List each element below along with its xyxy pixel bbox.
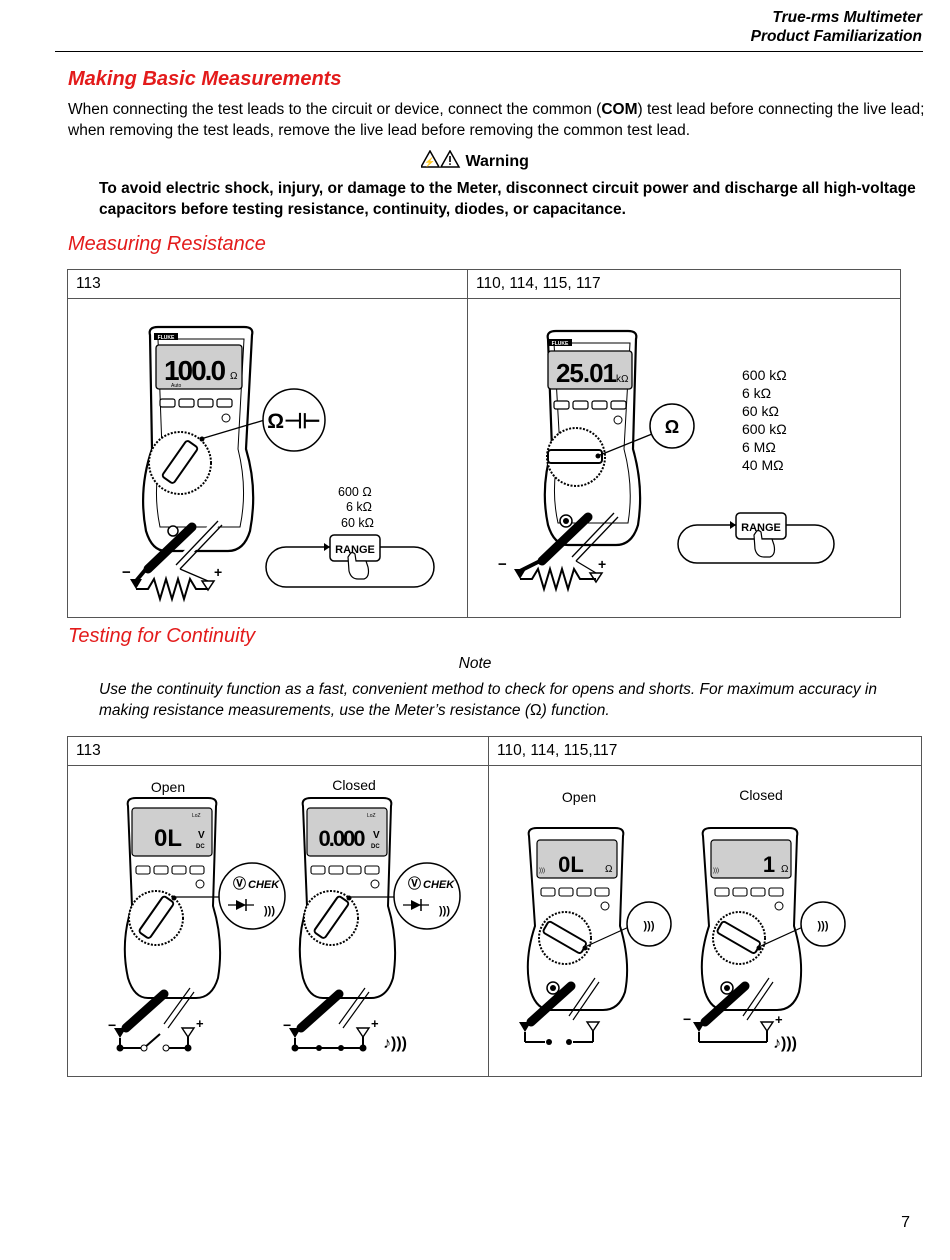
header-rule — [55, 51, 923, 52]
beeper-icon: ))) — [264, 905, 275, 917]
svg-text:1: 1 — [763, 852, 775, 877]
page-number: 7 — [901, 1214, 910, 1231]
svg-text:−: − — [498, 556, 507, 573]
svg-text:V: V — [373, 830, 380, 841]
svg-text:CHEK: CHEK — [423, 879, 455, 891]
range-list: 600 kΩ 6 kΩ 60 kΩ 600 kΩ 6 MΩ 40 MΩ — [742, 367, 787, 473]
svg-text:⚡: ⚡ — [424, 156, 435, 168]
meter-open: 0L Ω ))) ))) — [519, 827, 672, 1045]
warning-body: To avoid electric shock, injury, or dama… — [99, 180, 916, 218]
svg-text:6 MΩ: 6 MΩ — [742, 439, 776, 455]
lcd-reading: 100.0 — [164, 355, 225, 386]
continuity-col-others: 110, 114, 115,117 — [488, 736, 922, 766]
resistance-figure-others: FLUKE 25.01 kΩ Ω — [467, 298, 901, 618]
continuity-table: 113 110, 114, 115,117 Open Closed 0L V D… — [67, 736, 922, 1077]
svg-text:40 MΩ: 40 MΩ — [742, 457, 784, 473]
open-label: Open — [562, 789, 596, 805]
svg-text:LoZ: LoZ — [367, 813, 376, 819]
svg-text:LoZ: LoZ — [192, 813, 201, 819]
dial-callout-symbol: Ω⊣⊢ — [267, 410, 320, 433]
running-header: True-rms Multimeter Product Familiarizat… — [751, 8, 922, 46]
meter-others-resistance-illustration: FLUKE 25.01 kΩ Ω — [498, 329, 835, 593]
svg-text:FLUKE: FLUKE — [552, 341, 569, 347]
svg-text:V: V — [198, 830, 205, 841]
svg-text:600 Ω: 600 Ω — [338, 485, 372, 499]
range-list: 600 Ω 6 kΩ 60 kΩ — [338, 485, 374, 530]
meter-others-continuity-illustration: Open Closed 0L Ω ))) ))) — [519, 787, 846, 1052]
range-button-label: RANGE — [741, 522, 781, 534]
warning-heading: ⚡ Warning — [0, 149, 950, 171]
svg-text:+: + — [371, 1016, 379, 1031]
resistance-table: 113 110, 114, 115, 117 FLUKE 100.0 Ω Aut… — [67, 269, 901, 618]
dial-callout-symbol: Ω — [665, 417, 679, 437]
resistance-title: Measuring Resistance — [68, 233, 266, 255]
svg-text:0L: 0L — [558, 852, 584, 877]
svg-text:6 kΩ: 6 kΩ — [742, 385, 771, 401]
svg-text:))): ))) — [539, 868, 545, 874]
open-label: Open — [151, 779, 185, 795]
com-term: COM — [601, 101, 638, 118]
svg-text:+: + — [775, 1012, 783, 1027]
svg-text:−: − — [283, 1017, 291, 1033]
meter-113-continuity-illustration: Open Closed 0L V DC LoZ Ⓥ — [108, 777, 461, 1052]
meter-113-resistance-illustration: FLUKE 100.0 Ω Auto Ω⊣⊢ — [122, 325, 435, 603]
continuity-figure-113: Open Closed 0L V DC LoZ Ⓥ — [67, 765, 489, 1077]
section-title: Making Basic Measurements — [68, 68, 342, 90]
meter-open: 0L V DC LoZ Ⓥ CHEK ))) — [108, 797, 286, 1052]
continuity-title: Testing for Continuity — [68, 625, 256, 647]
svg-text:Ω: Ω — [781, 864, 789, 875]
closed-label: Closed — [332, 777, 376, 793]
svg-text:6 kΩ: 6 kΩ — [346, 500, 372, 514]
continuity-figure-others: Open Closed 0L Ω ))) ))) — [488, 765, 922, 1077]
svg-text:+: + — [214, 564, 222, 580]
svg-text:−: − — [122, 564, 131, 581]
beeper-icon: ♪))) — [773, 1035, 797, 1052]
pointing-hand-icon — [347, 551, 370, 580]
svg-text:+: + — [196, 1016, 204, 1031]
range-button-label: RANGE — [335, 544, 375, 556]
svg-text:60 kΩ: 60 kΩ — [341, 516, 374, 530]
svg-text:600 kΩ: 600 kΩ — [742, 367, 787, 383]
warning-triangle-icon: ⚡ — [419, 149, 461, 168]
svg-text:600 kΩ: 600 kΩ — [742, 421, 787, 437]
svg-text:Ⓥ: Ⓥ — [408, 876, 421, 891]
resistance-col-113: 113 — [67, 269, 468, 299]
beeper-icon: ♪))) — [383, 1035, 407, 1052]
svg-text:))): ))) — [818, 920, 829, 932]
svg-text:0.000: 0.000 — [318, 826, 365, 851]
lcd-unit: kΩ — [616, 374, 629, 385]
svg-text:60 kΩ: 60 kΩ — [742, 403, 779, 419]
lcd-reading: 25.01 — [556, 358, 617, 388]
svg-text:))): ))) — [713, 868, 719, 874]
header-title: True-rms Multimeter — [772, 9, 922, 26]
intro-paragraph: When connecting the test leads to the ci… — [68, 101, 925, 139]
resistance-col-others: 110, 114, 115, 117 — [467, 269, 901, 299]
continuity-col-113: 113 — [67, 736, 489, 766]
svg-text:+: + — [598, 556, 606, 572]
header-subtitle: Product Familiarization — [750, 28, 922, 45]
svg-text:Ω: Ω — [605, 864, 613, 875]
svg-text:−: − — [108, 1017, 116, 1033]
meter-closed: 0.000 V DC LoZ Ⓥ CHEK ))) — [283, 797, 461, 1052]
svg-text:))): ))) — [439, 905, 450, 917]
note-body: Use the continuity function as a fast, c… — [99, 681, 877, 719]
resistance-figure-113: FLUKE 100.0 Ω Auto Ω⊣⊢ — [67, 298, 468, 618]
svg-text:DC: DC — [371, 844, 380, 850]
note-heading: Note — [458, 655, 492, 672]
beeper-icon: ))) — [644, 920, 655, 932]
svg-text:CHEK: CHEK — [248, 879, 280, 891]
lcd-auto: Auto — [171, 383, 182, 389]
warning-title: Warning — [465, 153, 529, 170]
svg-text:−: − — [683, 1011, 691, 1027]
closed-label: Closed — [739, 787, 783, 803]
svg-text:Ⓥ: Ⓥ — [233, 876, 246, 891]
meter-closed: 1 Ω ))) ))) — [683, 827, 846, 1052]
pointing-hand-icon — [753, 529, 776, 558]
svg-text:0L: 0L — [154, 825, 182, 852]
lcd-unit: Ω — [230, 371, 238, 382]
svg-text:FLUKE: FLUKE — [158, 335, 175, 341]
svg-text:DC: DC — [196, 844, 205, 850]
